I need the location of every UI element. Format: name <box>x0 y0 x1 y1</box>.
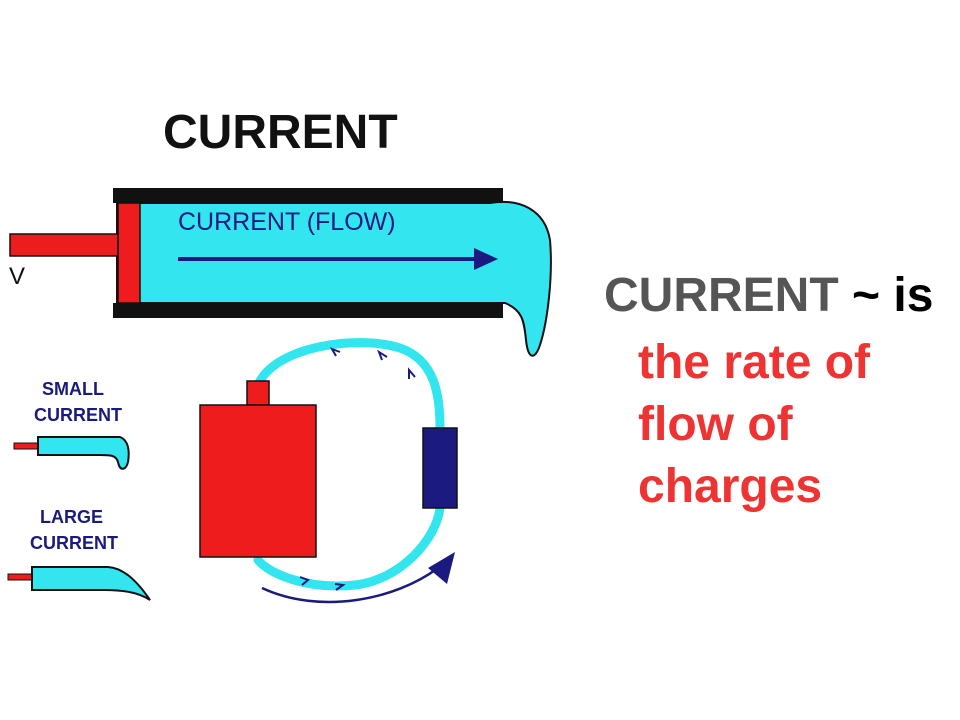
definition-term-line: CURRENT ~ is <box>604 272 960 332</box>
circuit-flow-arrow <box>261 566 439 604</box>
pipe-diagram: CURRENT (FLOW) V <box>9 188 552 357</box>
definition-block: CURRENT ~ is the rate of flow of charges <box>604 272 960 518</box>
piston-rod <box>9 233 119 257</box>
circuit-wire <box>253 338 445 591</box>
battery <box>199 404 317 558</box>
resistor <box>422 427 458 509</box>
large-current-diagram: LARGE CURRENT <box>7 507 151 601</box>
small-current-label-line2: CURRENT <box>34 405 122 425</box>
definition-term: CURRENT <box>604 269 839 322</box>
water-flow <box>116 201 552 357</box>
small-current-diagram: SMALL CURRENT <box>13 379 130 470</box>
piston <box>117 202 141 304</box>
pipe-bottom-wall <box>113 303 503 318</box>
definition-line-3: charges <box>638 460 823 513</box>
pipe-top-wall <box>113 188 503 203</box>
figure-title: CURRENT <box>163 106 398 159</box>
definition-line-2: flow of <box>638 398 793 451</box>
definition-connector: ~ is <box>838 269 934 322</box>
pipe-flow-label: CURRENT (FLOW) <box>178 208 396 236</box>
small-current-label-line1: SMALL <box>42 379 104 399</box>
large-current-label-line1: LARGE <box>40 507 103 527</box>
wire-flow-arrows <box>299 347 416 591</box>
flow-arrow <box>178 248 498 270</box>
circuit-arrowhead <box>428 552 455 584</box>
large-current-label-line2: CURRENT <box>30 533 118 553</box>
voltage-label: V <box>9 263 25 290</box>
definition-line-1: the rate of <box>638 336 871 389</box>
battery-terminal <box>246 380 270 406</box>
circuit-diagram <box>199 338 458 604</box>
